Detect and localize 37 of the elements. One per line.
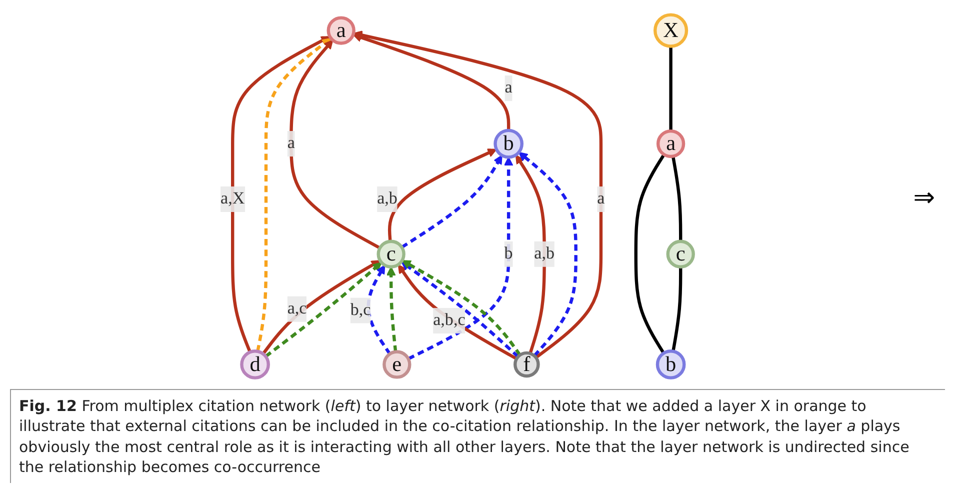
- connector: [668, 46, 672, 132]
- edge-label: a,c: [286, 299, 306, 318]
- node-circle: a: [326, 16, 356, 45]
- arrow: [518, 152, 578, 357]
- edge-label: a,b: [534, 244, 554, 263]
- node-circle: b: [493, 128, 524, 159]
- node-circle: b: [656, 350, 686, 380]
- edge-label: a: [286, 134, 295, 152]
- arrow: [388, 148, 497, 242]
- edge-label: b,c: [350, 300, 370, 320]
- edge-label: a,b: [376, 190, 398, 208]
- edge-label: a: [504, 78, 512, 97]
- implies-symbol: ⇒: [913, 182, 935, 212]
- arrow: [400, 154, 502, 249]
- arrow: [256, 38, 332, 352]
- arrow: [352, 33, 510, 130]
- connector: [671, 156, 682, 242]
- connector: [671, 266, 682, 352]
- connector: [634, 154, 666, 354]
- edge-label: a,X: [220, 190, 244, 208]
- node-circle: d: [240, 350, 270, 380]
- arrow: [407, 156, 513, 360]
- arrow: [352, 30, 602, 359]
- edge-label: a: [596, 190, 604, 208]
- node-circle: a: [656, 129, 685, 158]
- node-circle: e: [382, 350, 411, 379]
- node-circle: X: [653, 13, 688, 48]
- arrow: [515, 154, 546, 354]
- figure-caption: Fig. 12 From multiplex citation network (left) to layer network (right). Note that we added a layer X in orange to illustrate that external citations can be included in the co-citation relationship. In the layer network, the layer a plays obviously the most central role as it is interacting with all other layers. Note that the layer network is undirected since the relationship becomes co-occurrence: [19, 396, 910, 477]
- arrow: [289, 40, 380, 250]
- edge-label: b: [504, 244, 512, 263]
- arrow: [230, 36, 330, 353]
- node-circle: f: [513, 351, 540, 378]
- node-circle: c: [666, 240, 695, 268]
- node-circle: c: [376, 240, 406, 268]
- edge-label: a,b,c: [432, 311, 465, 330]
- arrow: [386, 266, 397, 352]
